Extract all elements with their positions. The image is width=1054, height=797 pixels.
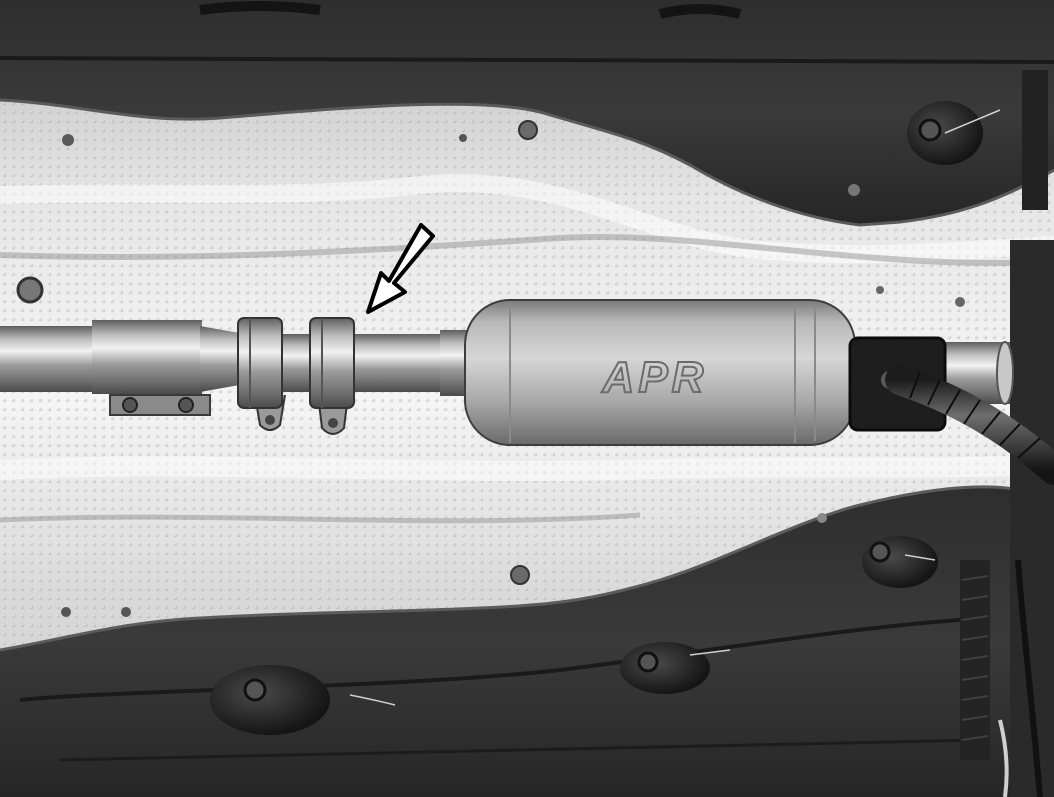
foil-bolts	[16, 120, 965, 617]
lower-panel-seam	[19, 616, 991, 702]
lower-panel-fasteners	[210, 513, 938, 735]
lower-panel-seam-2	[59, 738, 981, 762]
cable-light	[998, 719, 1009, 797]
upper-panel-seam	[0, 56, 1054, 64]
pipe-clamp-1[interactable]	[237, 317, 283, 409]
upper-panel-edge	[0, 98, 1054, 227]
foil-crease-shadow-lower	[0, 512, 641, 524]
pointer-arrow	[366, 223, 435, 314]
corrugated-hose	[885, 365, 1054, 485]
foil-crease-highlight-lower	[0, 455, 1054, 482]
upper-undertray-panel	[0, 0, 1054, 225]
upper-panel-ribs	[1022, 70, 1048, 210]
muffler-logo: APR	[602, 353, 708, 402]
foil-crease-highlight	[0, 173, 1054, 264]
muffler: APR	[464, 299, 856, 446]
cable	[1015, 559, 1043, 797]
lower-panel-rib-lines	[961, 575, 989, 741]
upper-panel-slot	[658, 4, 742, 19]
foil-crease-shadow	[0, 233, 1054, 267]
pipe-clamp-2[interactable]	[309, 317, 355, 409]
lower-panel-edge	[0, 485, 1021, 652]
hose-ribs	[909, 371, 1041, 459]
upper-panel-slot	[199, 1, 321, 15]
upper-panel-fastener	[848, 101, 1001, 196]
